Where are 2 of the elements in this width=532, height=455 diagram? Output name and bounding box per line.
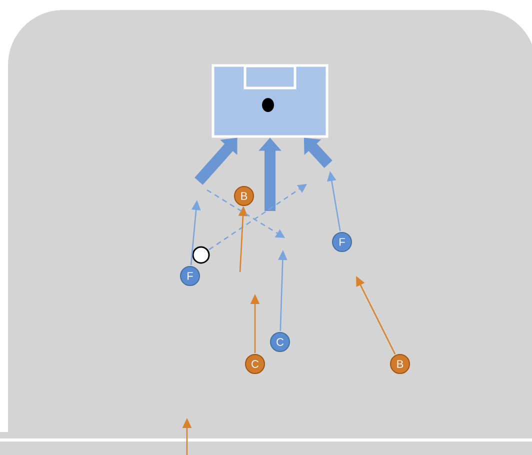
movement-arrow: [304, 138, 332, 168]
goal-area: [212, 64, 328, 138]
